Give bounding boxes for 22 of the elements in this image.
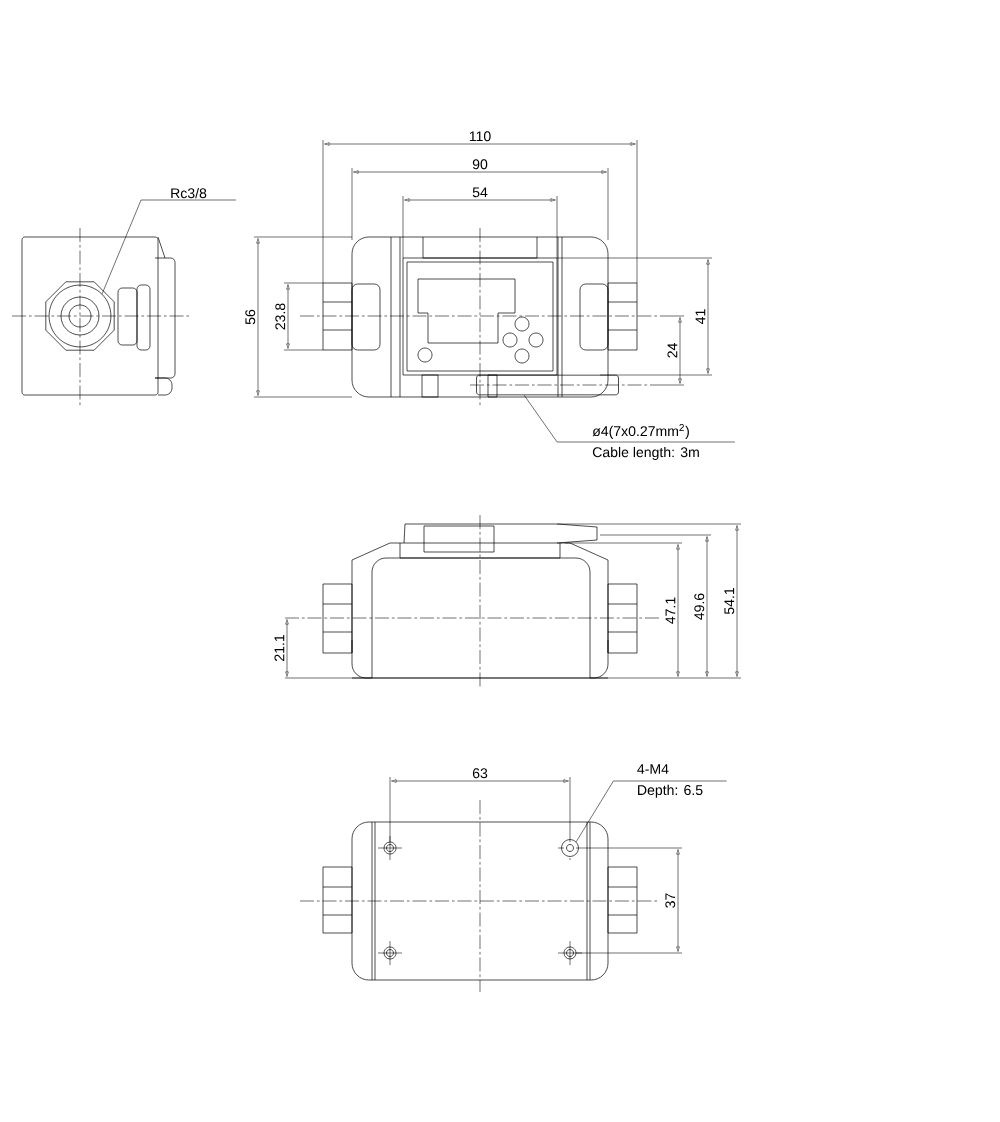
dimension-text: 23.8: [275, 303, 286, 330]
callout-text: ø4(7x0.27mm$^{2}$) Cable length: 3m: [592, 424, 699, 460]
cable-outline: [476, 374, 619, 396]
dimension-text: 90: [472, 159, 488, 170]
dimension-text: 47.1: [665, 597, 676, 624]
dimension-text: 21.1: [274, 635, 285, 661]
leader-line: [101, 199, 237, 295]
dimension-text: 54: [472, 187, 488, 198]
callout-text: 4-M4 Depth: 6.5: [637, 764, 703, 798]
leader-line: [523, 394, 736, 443]
hole-outline: [561, 839, 579, 857]
dimension-text: 110: [469, 131, 491, 142]
callout-text: Rc3/8: [171, 187, 207, 199]
dimension-text: 63: [472, 768, 488, 779]
dimension-text: 37: [665, 893, 676, 908]
port-outline: [48, 284, 112, 348]
dimension-text: 41: [695, 309, 706, 324]
dimension-text: 54.1: [724, 588, 735, 615]
dimension-text: 56: [245, 309, 256, 325]
dimension-text: 24: [667, 343, 678, 358]
leader-line: [575, 780, 727, 843]
dimension-text: 49.6: [694, 593, 705, 620]
